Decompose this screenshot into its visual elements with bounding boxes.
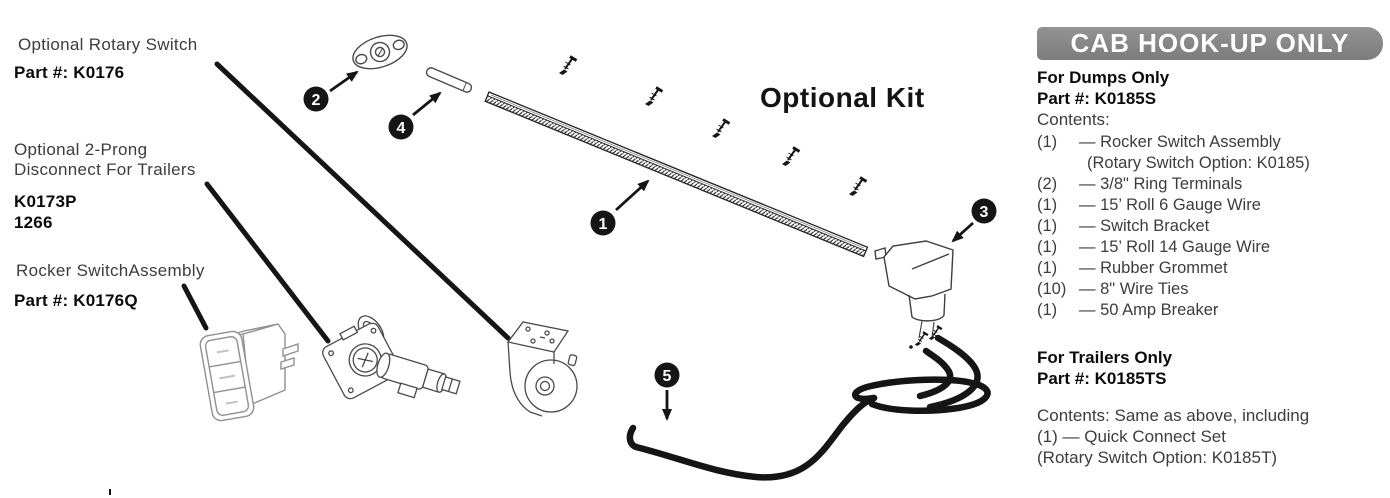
- trailers-contents: Contents: Same as above, including (1) —…: [1037, 405, 1387, 468]
- list-item: (10) — 8" Wire Ties: [1037, 279, 1387, 300]
- callout-5-number: 5: [663, 368, 672, 385]
- leader-line-disconnect: [204, 181, 331, 344]
- label-rocker-part: Part #: K0176Q: [14, 291, 138, 310]
- label-disconnect-line2: Disconnect For Trailers: [14, 160, 196, 179]
- item-qty: (2): [1037, 175, 1058, 193]
- trailers-part-number: Part #: K0185TS: [1037, 369, 1167, 388]
- trailers-heading: For Trailers Only: [1037, 348, 1173, 367]
- item-qty: (10): [1037, 280, 1067, 298]
- leader-line-rotary: [214, 61, 511, 341]
- item-text: (Rotary Switch Option: K0185): [1087, 154, 1310, 172]
- item-text: — 15’ Roll 6 Gauge Wire: [1079, 196, 1261, 214]
- label-disconnect-part2: 1266: [14, 213, 53, 232]
- dumps-part-number: Part #: K0185S: [1037, 89, 1157, 108]
- item-text: — 50 Amp Breaker: [1079, 301, 1219, 319]
- callout-4: 4: [388, 114, 414, 140]
- label-rotary-title: Optional Rotary Switch: [18, 35, 198, 54]
- pin-drawing: [425, 67, 473, 93]
- label-rocker-title: Rocker SwitchAssembly: [16, 261, 205, 280]
- panel-header: CAB HOOK-UP ONLY: [1037, 27, 1383, 60]
- item-text: — 3/8" Ring Terminals: [1079, 175, 1243, 193]
- item-text: — 15’ Roll 14 Gauge Wire: [1079, 238, 1271, 256]
- mounting-screws: [557, 55, 868, 198]
- rotary-flange-drawing: [352, 34, 408, 70]
- callout-1: 1: [590, 210, 616, 236]
- item-qty: (1): [1037, 238, 1058, 256]
- label-rotary-switch: Optional Rotary Switch Part #: K0176: [14, 35, 198, 83]
- dumps-heading: For Dumps Only: [1037, 68, 1170, 87]
- switch-bracket-drawing: [506, 321, 578, 417]
- wire-roll-drawing: [484, 91, 869, 258]
- trailers-line3: (Rotary Switch Option: K0185T): [1037, 448, 1277, 467]
- label-disconnect-part1: K0173P: [14, 192, 77, 211]
- dumps-section: For Dumps Only Part #: K0185S Contents: …: [1037, 67, 1387, 321]
- cab-hookup-panel: CAB HOOK-UP ONLY For Dumps Only Part #: …: [1037, 27, 1387, 468]
- list-item: (1) — 50 Amp Breaker: [1037, 300, 1387, 321]
- callout-arrows: [329, 70, 974, 421]
- list-item: (Rotary Switch Option: K0185): [1037, 153, 1387, 174]
- trailers-line1: Contents: Same as above, including: [1037, 406, 1310, 425]
- arrow-1: [615, 179, 650, 212]
- callout-3-number: 3: [980, 204, 989, 221]
- item-text: — Rocker Switch Assembly: [1079, 133, 1281, 151]
- list-item: (1) — Switch Bracket: [1037, 216, 1387, 237]
- arrow-2: [329, 70, 359, 93]
- callout-2: 2: [303, 86, 329, 112]
- callout-2-number: 2: [312, 92, 321, 109]
- item-qty: (1): [1037, 133, 1058, 151]
- callout-1-number: 1: [599, 216, 608, 233]
- breaker-drawing: [874, 240, 954, 349]
- optional-kit-title: Optional Kit: [760, 82, 925, 113]
- callout-4-number: 4: [397, 120, 406, 137]
- leader-line-rocker: [181, 283, 209, 331]
- leader-lines: [181, 61, 511, 344]
- item-qty: [1037, 153, 1079, 174]
- list-item: (1) — Rocker Switch Assembly: [1037, 132, 1387, 153]
- label-disconnect-line1: Optional 2-Prong: [14, 140, 148, 159]
- item-qty: (1): [1037, 259, 1058, 277]
- item-text: — Switch Bracket: [1079, 217, 1210, 235]
- item-text: — Rubber Grommet: [1079, 259, 1228, 277]
- item-text: — 8" Wire Ties: [1079, 280, 1189, 298]
- arrow-3: [951, 221, 974, 243]
- rocker-switch-drawing: [199, 323, 299, 422]
- dumps-items-list: (1) — Rocker Switch Assembly (Rotary Swit…: [1037, 132, 1387, 321]
- two-prong-disconnect-drawing: [322, 315, 461, 400]
- item-qty: (1): [1037, 301, 1058, 319]
- label-two-prong-disconnect: Optional 2-Prong Disconnect For Trailers…: [14, 140, 196, 233]
- list-item: (2) — 3/8" Ring Terminals: [1037, 174, 1387, 195]
- item-qty: (1): [1037, 196, 1058, 214]
- list-item: (1) — 15’ Roll 6 Gauge Wire: [1037, 195, 1387, 216]
- list-item: (1) — 15’ Roll 14 Gauge Wire: [1037, 237, 1387, 258]
- trailers-section: For Trailers Only Part #: K0185TS Conten…: [1037, 347, 1387, 468]
- callout-3: 3: [971, 198, 997, 224]
- callout-5: 5: [654, 362, 680, 388]
- arrow-4: [412, 91, 442, 117]
- label-rocker-switch-assembly: Rocker SwitchAssembly Part #: K0176Q: [14, 261, 205, 311]
- label-rotary-part: Part #: K0176: [14, 63, 125, 82]
- dumps-contents-label: Contents:: [1037, 110, 1110, 129]
- item-qty: (1): [1037, 217, 1058, 235]
- list-item: (1) — Rubber Grommet: [1037, 258, 1387, 279]
- callout-badges: 1 2 3 4 5: [303, 86, 997, 388]
- trailers-line2: (1) — Quick Connect Set: [1037, 427, 1226, 446]
- wire-drawing: [626, 334, 991, 481]
